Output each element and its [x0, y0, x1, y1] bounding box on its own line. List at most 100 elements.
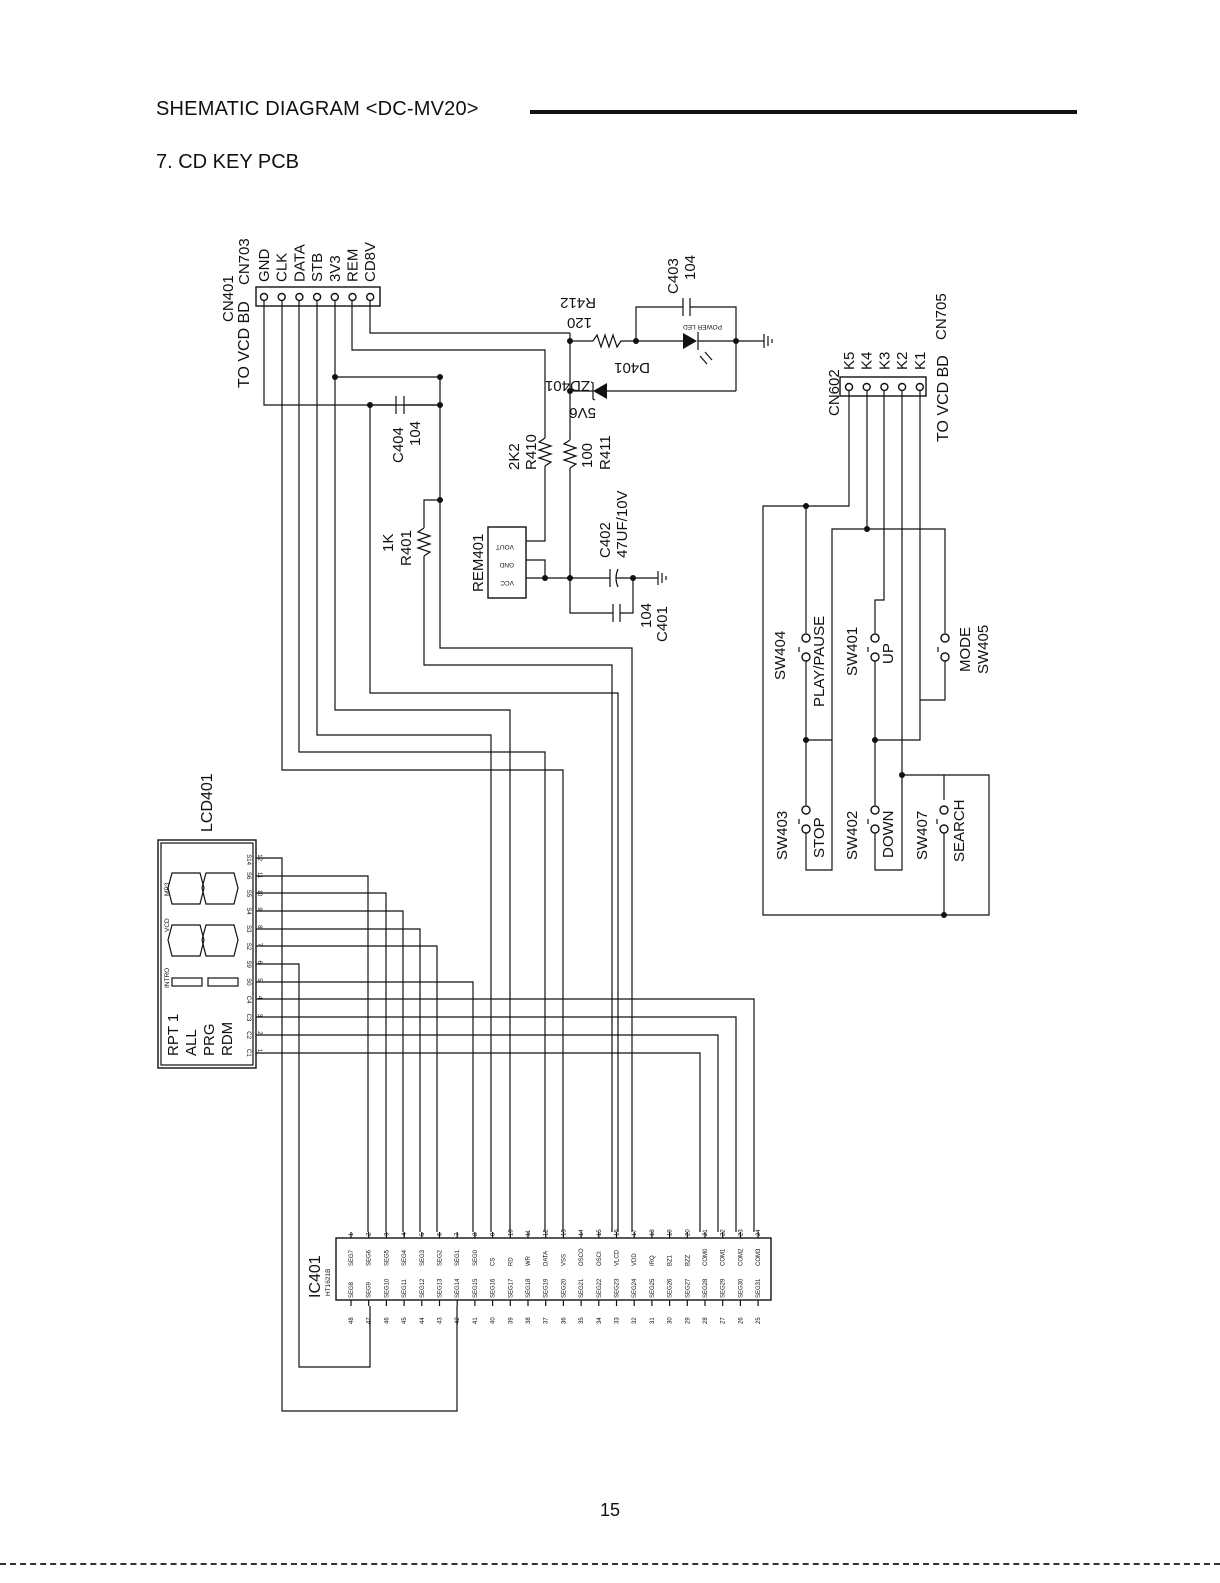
- ic-bottom-num-8: 40: [491, 1317, 497, 1324]
- ic-top-num-9: 10: [508, 1229, 514, 1236]
- ic-top-name-17: IRQ: [650, 1255, 656, 1266]
- lcd-indicator-all: ALL: [183, 1029, 200, 1056]
- ic-top-num-18: 19: [668, 1229, 674, 1236]
- lcd401-ref: LCD401: [199, 773, 216, 832]
- ic-bottom-name-9: SEG17: [508, 1278, 514, 1298]
- lcd-pin-name-10: S6: [245, 872, 251, 880]
- lcd-indicator-rpt: RPT 1: [165, 1014, 182, 1056]
- sw402-ref: SW402: [844, 811, 861, 860]
- ic-bottom-num-20: 28: [703, 1317, 709, 1324]
- ic-bottom-name-13: SEG21: [579, 1278, 585, 1298]
- ic-bottom-num-5: 43: [438, 1317, 444, 1324]
- cn602-dest: TO VCD BD: [935, 355, 952, 442]
- rem401-pin-vcc: VCC: [500, 579, 514, 586]
- switch-wiring: [762, 390, 990, 918]
- ic-bottom-num-3: 45: [402, 1317, 408, 1324]
- cn401-ref: CN401: [220, 275, 237, 322]
- ic-top-name-10: WR: [526, 1255, 532, 1266]
- lcd-pin-num-4: 5: [256, 978, 262, 982]
- lcd-pin-num-2: 3: [256, 1014, 262, 1018]
- ic-bottom-num-12: 36: [561, 1317, 567, 1324]
- switch-sw401: SW401 UP: [844, 627, 897, 676]
- ic-top-name-16: VDD: [632, 1253, 638, 1266]
- ic-top-name-4: SEG3: [420, 1249, 426, 1266]
- cn401-dest: TO VCD BD: [236, 301, 253, 388]
- ic-bottom-name-7: SEG15: [473, 1278, 479, 1298]
- c403-ref: C403: [665, 258, 682, 294]
- lcd-pin-name-5: S9: [245, 961, 251, 969]
- ic-bottom-name-2: SEG10: [384, 1278, 390, 1298]
- ic-bottom-num-6: 42: [455, 1317, 461, 1324]
- ic-top-num-5: 6: [438, 1232, 444, 1236]
- ic-bottom-name-15: SEG23: [615, 1278, 621, 1298]
- ic-bottom-name-21: SEG29: [721, 1278, 727, 1298]
- ic-top-name-20: COM0: [703, 1248, 709, 1266]
- ic-top-num-17: 18: [650, 1229, 656, 1236]
- ic-bottom-num-11: 37: [544, 1317, 550, 1324]
- lcd-ic-wiring: [256, 857, 755, 1412]
- cn602-mate: CN705: [933, 293, 950, 340]
- sw407-ref: SW407: [914, 811, 931, 860]
- ic-bottom-name-20: SEG28: [703, 1278, 709, 1298]
- ic-top-num-20: 21: [703, 1229, 709, 1236]
- cn602-pin-3: [897, 382, 907, 392]
- ic-bottom-name-11: SEG19: [544, 1278, 550, 1298]
- ic-top-num-13: 14: [579, 1229, 585, 1236]
- cn401-label-3: STB: [309, 253, 326, 282]
- ic-top-name-3: SEG4: [402, 1249, 408, 1266]
- lcd-pin-num-1: 2: [256, 1031, 262, 1035]
- ic-bottom-name-23: SEG31: [756, 1278, 762, 1298]
- ic401-part: HT1621B: [325, 1269, 332, 1296]
- ic-bottom-name-17: SEG25: [650, 1278, 656, 1298]
- ic-top-name-18: BZ1: [668, 1254, 674, 1266]
- ic-top-num-19: 20: [685, 1229, 691, 1236]
- ic-top-name-23: COM3: [756, 1248, 762, 1266]
- ic-top-num-16: 17: [632, 1229, 638, 1236]
- ic-top-name-14: OSCI: [597, 1251, 603, 1266]
- cn602-pin-2: [880, 382, 889, 392]
- cn401-label-4: 3V3: [327, 255, 344, 282]
- ic-top-num-0: 1: [349, 1232, 355, 1236]
- page-header-title: SHEMATIC DIAGRAM <DC-MV20>: [156, 98, 479, 120]
- lcd-pin-name-2: C3: [245, 1014, 251, 1022]
- cn401-pin-5: [348, 292, 357, 302]
- c401-ref: C401: [654, 606, 671, 642]
- ic-bottom-num-13: 35: [579, 1317, 585, 1324]
- cn401-pin-6: [366, 292, 375, 302]
- sw402-label: DOWN: [880, 811, 897, 859]
- r411-ref: R411: [597, 435, 614, 470]
- ic-top-num-22: 23: [738, 1229, 744, 1236]
- lcd-pin-num-6: 7: [256, 943, 262, 947]
- c401-value: 104: [638, 603, 655, 628]
- cn602-label-2: K3: [876, 352, 893, 370]
- ic-top-name-15: VLCD: [615, 1249, 621, 1266]
- ic-bottom-num-7: 41: [473, 1317, 479, 1324]
- sw404-label: PLAY/PAUSE: [811, 616, 828, 707]
- r410-value: 2K2: [506, 443, 523, 470]
- ic-top-num-10: 11: [526, 1229, 532, 1236]
- ic-top-name-7: SEG0: [473, 1249, 479, 1266]
- sw405-label: MODE: [957, 627, 974, 672]
- ic-bottom-name-0: SEG8: [349, 1281, 355, 1298]
- lcd-pin-num-5: 6: [256, 961, 262, 965]
- r412-value: 120: [567, 314, 592, 331]
- ic-bottom-num-10: 38: [526, 1317, 532, 1324]
- sw407-label: SEARCH: [951, 799, 968, 862]
- cn401-label-5: REM: [345, 249, 362, 282]
- ic-top-name-8: CS: [491, 1258, 497, 1266]
- page-number: 15: [599, 1500, 621, 1520]
- switch-sw407: SW407 SEARCH: [914, 799, 968, 862]
- sw401-ref: SW401: [844, 627, 861, 676]
- r401-value: 1K: [380, 534, 397, 552]
- d401-ref: D401: [614, 359, 650, 376]
- lcd-pin-name-11: S14: [245, 854, 251, 865]
- r401-ref: R401: [398, 530, 415, 566]
- section-title: 7. CD KEY PCB: [156, 151, 300, 173]
- ic-bottom-name-1: SEG9: [367, 1281, 373, 1298]
- cn602-label-3: K2: [894, 352, 911, 370]
- ic-bottom-name-12: SEG20: [561, 1278, 567, 1298]
- sw403-label: STOP: [811, 817, 828, 858]
- c403-value: 104: [682, 255, 699, 280]
- ic-bottom-name-10: SEG18: [526, 1278, 532, 1298]
